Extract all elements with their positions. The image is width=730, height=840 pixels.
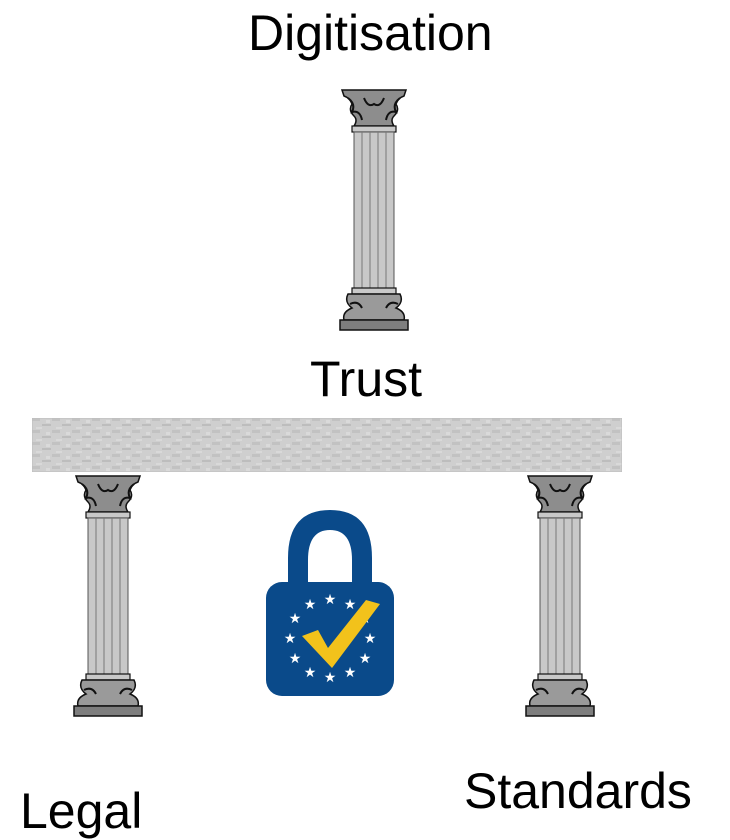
standards-label: Standards xyxy=(464,763,692,819)
svg-text:★: ★ xyxy=(364,631,377,647)
check-icon xyxy=(302,600,380,668)
padlock-icon: ★ ★ ★ ★ ★ ★ ★ ★ ★ ★ ★ ★ xyxy=(266,510,394,696)
svg-text:★: ★ xyxy=(324,670,337,686)
svg-text:★: ★ xyxy=(304,665,317,681)
svg-text:★: ★ xyxy=(289,651,302,667)
digitisation-pillar xyxy=(338,86,410,334)
svg-text:★: ★ xyxy=(359,651,372,667)
svg-text:★: ★ xyxy=(284,631,297,647)
svg-text:★: ★ xyxy=(324,592,337,608)
column-icon xyxy=(339,89,409,331)
stone-beam-icon xyxy=(32,418,622,472)
trust-beam xyxy=(32,418,622,472)
column-icon xyxy=(525,475,595,717)
svg-text:★: ★ xyxy=(289,611,302,627)
digitisation-label: Digitisation xyxy=(248,5,493,61)
legal-label: Legal xyxy=(20,783,143,839)
eu-trust-lock: ★ ★ ★ ★ ★ ★ ★ ★ ★ ★ ★ ★ xyxy=(262,502,398,698)
svg-text:★: ★ xyxy=(344,665,357,681)
trust-label: Trust xyxy=(310,351,423,407)
svg-text:★: ★ xyxy=(344,597,357,613)
legal-pillar xyxy=(72,472,144,720)
standards-pillar xyxy=(524,472,596,720)
column-icon xyxy=(73,475,143,717)
svg-text:★: ★ xyxy=(304,597,317,613)
